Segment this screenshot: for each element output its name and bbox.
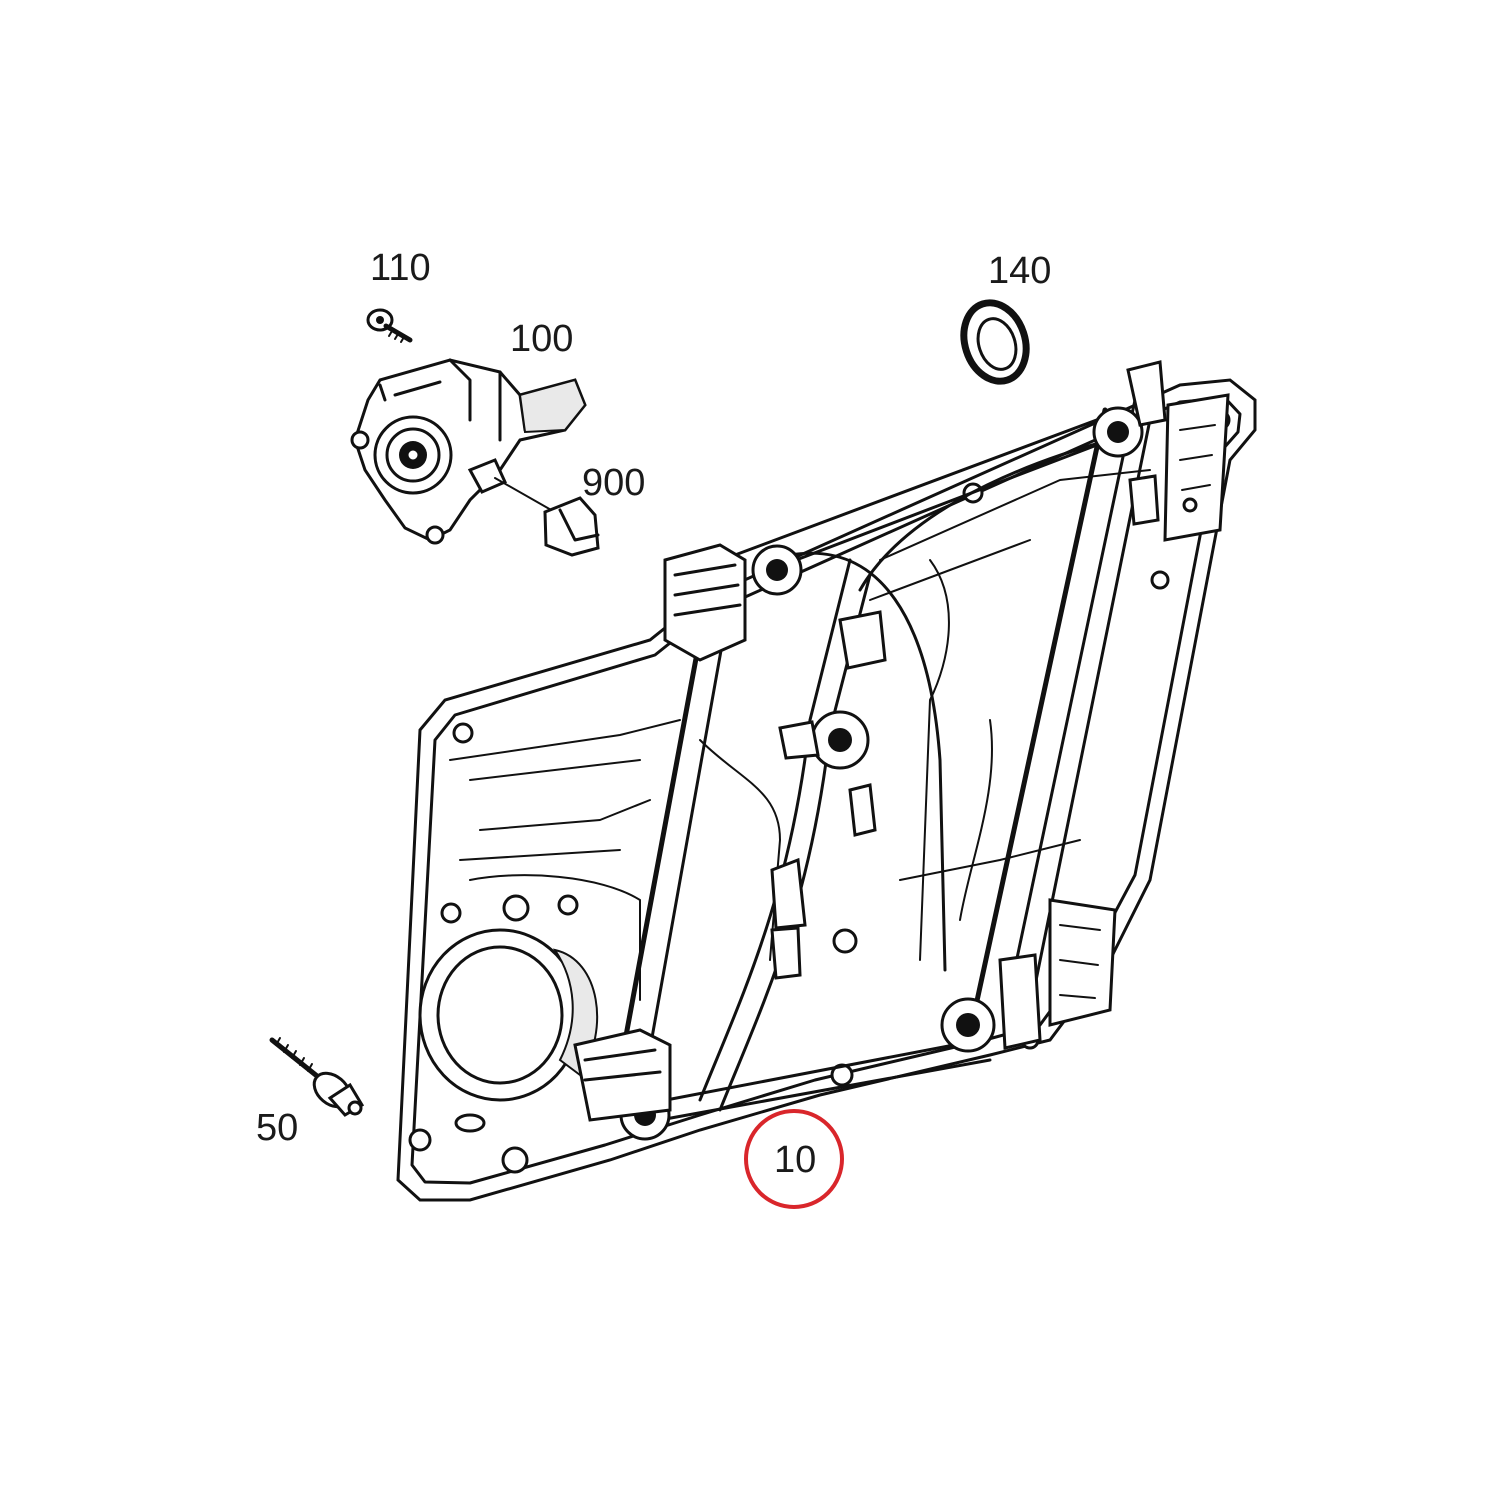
callout-900: 900 <box>582 462 646 504</box>
callout-110: 110 <box>370 247 431 289</box>
part-50-stud[interactable] <box>269 1037 365 1117</box>
callout-10-highlighted[interactable]: 10 <box>774 1139 817 1181</box>
callout-100: 100 <box>510 318 574 360</box>
part-900-connector[interactable] <box>543 496 600 557</box>
callout-140: 140 <box>988 250 1052 292</box>
part-110-bolt[interactable] <box>366 308 413 343</box>
part-140-grommet[interactable] <box>954 295 1036 390</box>
highlight-circle <box>744 1109 844 1209</box>
part-100-motor[interactable] <box>350 358 587 545</box>
callout-50: 50 <box>256 1107 299 1149</box>
part-10-window-regulator[interactable] <box>396 360 1257 1202</box>
